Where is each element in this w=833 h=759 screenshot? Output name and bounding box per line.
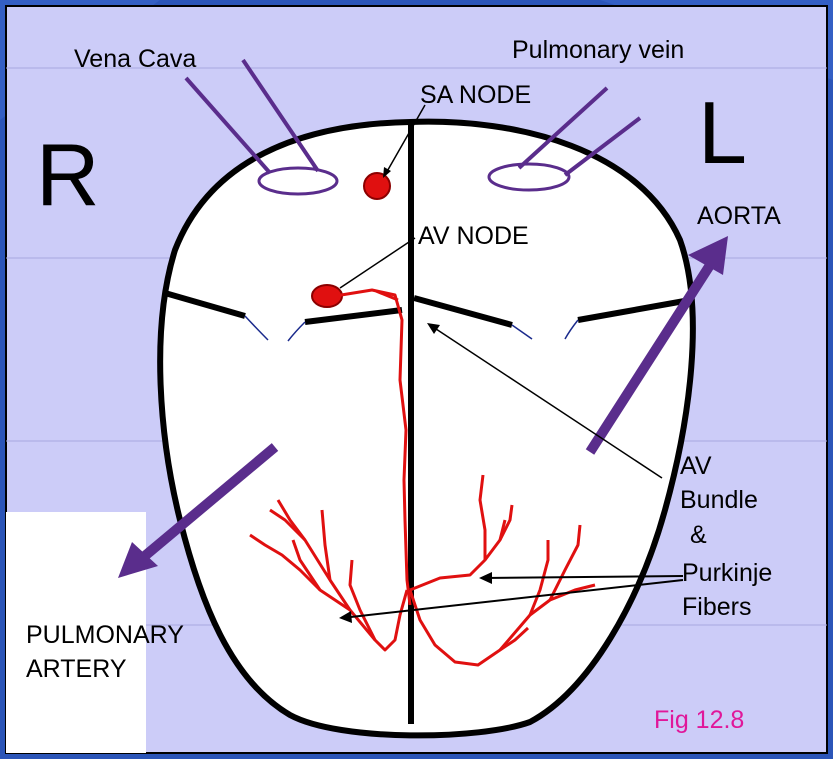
av-node-label: AV NODE — [418, 222, 529, 250]
right-side-label: R — [36, 125, 100, 224]
pulmonary-artery-label: PULMONARY — [26, 621, 184, 649]
ampersand-label: & — [690, 521, 707, 549]
sa-node — [364, 173, 390, 199]
av-bundle-label: AV — [680, 452, 712, 480]
figure-number: Fig 12.8 — [654, 706, 744, 734]
pulmonary-artery-label: ARTERY — [26, 655, 127, 683]
purkinje-label: Purkinje — [682, 559, 772, 587]
av-bundle-label: Bundle — [680, 486, 758, 514]
vena-cava-label: Vena Cava — [74, 45, 196, 73]
purkinje-label: Fibers — [682, 593, 751, 621]
sa-node-label: SA NODE — [420, 81, 531, 109]
aorta-label: AORTA — [697, 202, 781, 230]
left-side-label: L — [698, 83, 747, 182]
pulmonary-vein-label: Pulmonary vein — [512, 36, 684, 64]
